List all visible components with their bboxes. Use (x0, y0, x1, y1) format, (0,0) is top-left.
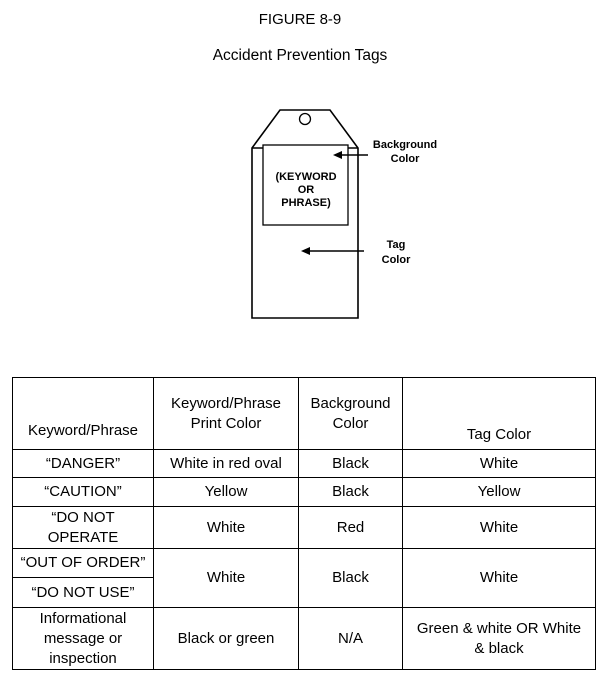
cell-background-color: Red (298, 506, 403, 549)
cell-background-color: Black (298, 449, 403, 478)
tag-diagram: (KEYWORD OR PHRASE) Background Color Tag… (251, 109, 437, 319)
cell-text: “DANGER” (45, 454, 121, 472)
cell-text: White (206, 518, 246, 536)
cell-tag-color: White (402, 449, 596, 478)
cell-text: Green & white OR White (416, 619, 582, 637)
cell-text: message or (43, 629, 123, 647)
cell-print-color: White (153, 548, 299, 608)
keyword-box-line-1: (KEYWORD (275, 171, 336, 183)
cell-text: White (479, 518, 519, 536)
cell-keyword: “CAUTION” (12, 477, 154, 507)
figure-number: FIGURE 8-9 (258, 11, 342, 28)
cell-background-color: Black (298, 548, 403, 608)
cell-tag-color: Green & white OR White & black (402, 607, 596, 670)
cell-keyword: “DO NOT OPERATE (12, 506, 154, 549)
header-print-color: Keyword/Phrase Print Color (153, 377, 299, 450)
cell-text: White (479, 569, 519, 586)
cell-text: Black (332, 569, 369, 586)
table-row: “OUT OF ORDER” White Black White (12, 548, 596, 608)
cell-text: “OUT OF ORDER” (20, 554, 146, 571)
background-arrow-head (333, 151, 342, 159)
table-header-row: Keyword/Phrase Keyword/Phrase Print Colo… (12, 377, 596, 450)
cell-text: “DO NOT USE” (31, 583, 135, 601)
table-row: “DO NOT OPERATE White Red White (12, 506, 596, 549)
header-keyword: Keyword/Phrase (12, 377, 154, 450)
tag-label-line-2: Color (382, 254, 411, 266)
cell-keyword: “OUT OF ORDER” (12, 548, 154, 578)
cell-print-color: White (153, 506, 299, 549)
cell-text: N/A (337, 629, 363, 647)
table-row: “DO NOT USE” (12, 577, 596, 608)
cell-text: White (479, 454, 519, 472)
cell-print-color: Black or green (153, 607, 299, 670)
cell-keyword: Informational message or inspection (12, 607, 154, 670)
cell-text: Red (336, 518, 365, 536)
table-row: “CAUTION” Yellow Black Yellow (12, 477, 596, 507)
cell-tag-color: White (402, 548, 596, 608)
background-label-line-2: Color (391, 153, 420, 165)
tag-hole (298, 112, 312, 126)
cell-text: Yellow (204, 483, 248, 500)
cell-print-color: Yellow (153, 477, 299, 507)
cell-tag-color: White (402, 506, 596, 549)
cell-text: OPERATE (47, 528, 119, 546)
cell-background-color: N/A (298, 607, 403, 670)
table-row: Informational message or inspection Blac… (12, 607, 596, 670)
header-background-line-2: Color (332, 414, 369, 432)
header-tag-color-text: Tag Color (466, 426, 532, 443)
cell-tag-color: Yellow (402, 477, 596, 507)
keyword-box-line-3: PHRASE) (281, 197, 331, 209)
header-keyword-text: Keyword/Phrase (27, 422, 139, 439)
keyword-box-line-2: OR (298, 184, 315, 196)
cell-text: Black (332, 454, 369, 472)
cell-text: “CAUTION” (44, 483, 122, 500)
cell-text: & black (474, 639, 524, 657)
header-print-color-line-1: Keyword/Phrase (170, 394, 282, 412)
keyword-box (262, 144, 349, 226)
cell-background-color: Black (298, 477, 403, 507)
header-print-color-line-2: Print Color (190, 414, 262, 432)
cell-keyword: “DO NOT USE” (12, 577, 154, 608)
cell-keyword: “DANGER” (12, 449, 154, 478)
cell-text: Yellow (477, 483, 521, 500)
tag-color-table: Keyword/Phrase Keyword/Phrase Print Colo… (12, 377, 596, 670)
cell-text: inspection (49, 649, 117, 667)
cell-text: White in red oval (170, 454, 282, 472)
tag-label-line-1: Tag (387, 239, 406, 251)
cell-text: Informational (39, 609, 127, 627)
header-background-color: Background Color (298, 377, 403, 450)
figure-title: Accident Prevention Tags (212, 47, 388, 64)
cell-print-color: White in red oval (153, 449, 299, 478)
cell-text: Black (332, 483, 369, 500)
header-background-line-1: Background (310, 394, 391, 412)
background-label-line-1: Background (373, 139, 437, 151)
cell-text: White (206, 569, 246, 586)
tag-arrow-head (301, 247, 310, 255)
header-tag-color: Tag Color (402, 377, 596, 450)
cell-text: “DO NOT (51, 508, 115, 526)
cell-text: Black or green (177, 629, 275, 647)
table-row: “DANGER” White in red oval Black White (12, 449, 596, 478)
